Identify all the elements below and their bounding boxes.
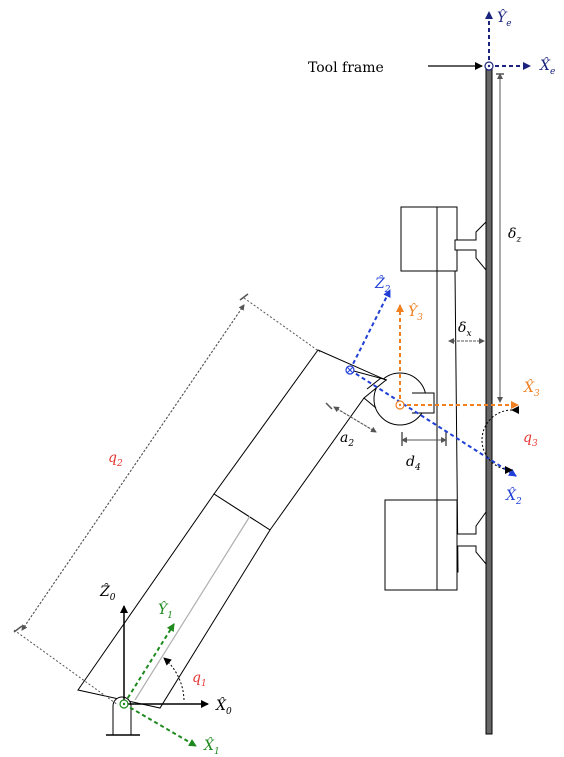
q3-label: q3 [523,430,538,449]
x0-label: X̂0 [215,696,232,717]
frame-0 [120,605,209,708]
x3-label: X̂3 [523,378,540,399]
delta-x-label: δx [458,320,472,339]
tool-frame [428,11,531,71]
tool-frame-label: Tool frame [308,60,384,76]
joint-angle-arcs [163,405,520,701]
a2-label: a2 [340,430,354,449]
frame-3 [395,304,519,410]
d4-label: d4 [406,454,421,473]
wall-plate [485,65,493,735]
z2-label: Ẑ2 [374,274,391,295]
frame-2 [345,289,517,477]
z0-label: Ẑ0 [99,582,116,603]
gripper-assembly [373,206,487,591]
ye-label: Ŷe [497,8,512,29]
x2-label: X̂2 [505,486,522,507]
q2-label: q2 [108,450,123,469]
y1-label: Ŷ1 [158,600,173,621]
dimension-ticks [13,73,504,633]
q1-label: q1 [192,670,207,689]
y3-label: Ŷ3 [408,302,423,323]
dimension-lines [13,73,503,706]
arm-links [77,349,388,709]
frame-1 [119,623,197,747]
delta-z-label: δz [508,226,521,245]
x1-label: X̂1 [203,736,220,757]
xe-label: X̂e [539,56,555,77]
